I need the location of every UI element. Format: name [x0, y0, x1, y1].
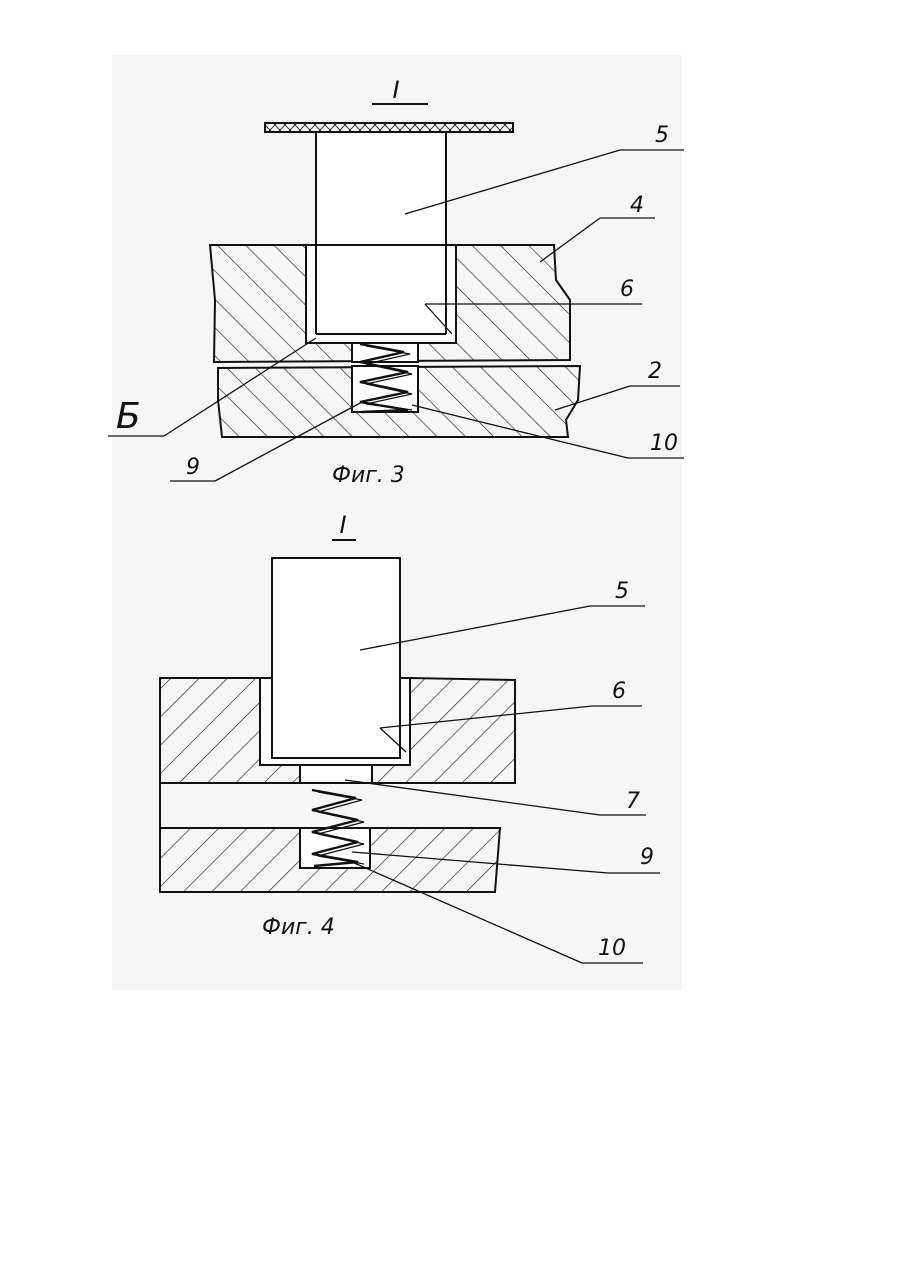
fig3-callout-10: 10: [650, 431, 678, 456]
fig3-callout-6: 6: [620, 277, 634, 302]
fig3-callout-5: 5: [655, 123, 669, 148]
fig4-view-label: I: [339, 511, 346, 539]
fig3-callout-9: 9: [186, 455, 200, 480]
fig4-stem-hole: [300, 765, 372, 783]
fig3-caption: Фиг. 3: [332, 463, 405, 488]
fig4-callout-7: 7: [626, 789, 640, 814]
fig3-callout-B: Б: [116, 396, 141, 437]
fig4-callout-5: 5: [615, 579, 629, 604]
fig4-callout-6: 6: [612, 679, 626, 704]
fig3-callout-2: 2: [648, 359, 662, 384]
fig3-view-label: I: [392, 76, 399, 104]
fig3-callout-4: 4: [630, 193, 644, 218]
fig4-callout-10: 10: [598, 936, 626, 961]
fig3-cap-plate: [265, 123, 513, 132]
fig4-callout-9: 9: [640, 845, 654, 870]
fig4-caption: Фиг. 4: [262, 915, 335, 940]
fig3-bore: [306, 245, 456, 343]
